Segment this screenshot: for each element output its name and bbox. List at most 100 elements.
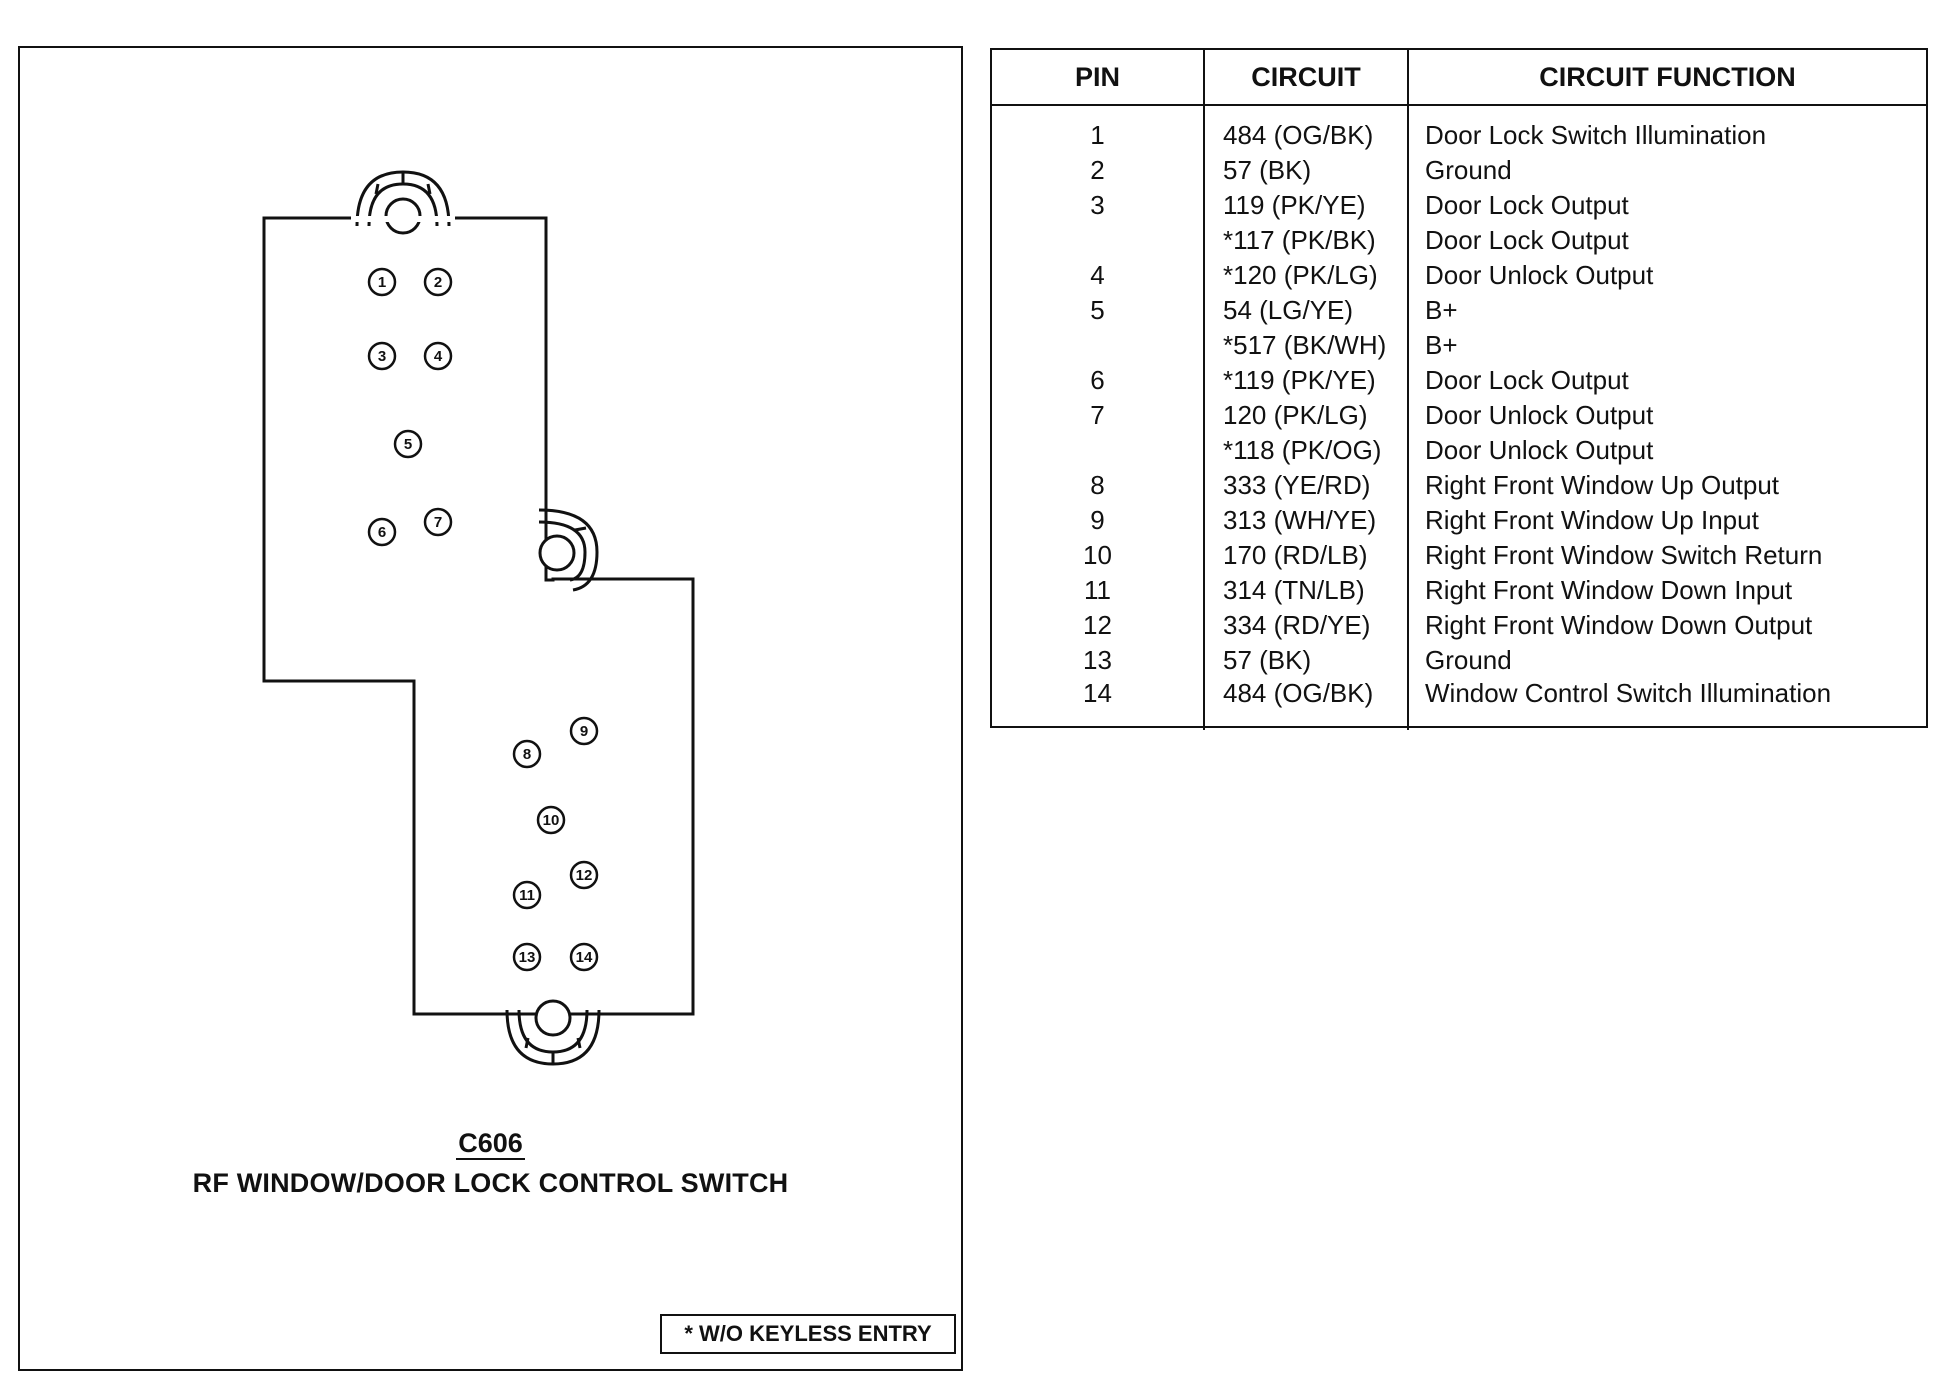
pin-number-label: 13: [519, 949, 536, 966]
table-row: 8 333 (YE/RD)Right Front Window Up Output: [992, 468, 1926, 503]
pin-number-label: 10: [543, 812, 560, 829]
cell-function: Window Control Switch Illumination: [1407, 678, 1926, 730]
table-row: 2 57 (BK)Ground: [992, 153, 1926, 188]
pin-circle: [569, 942, 599, 972]
cell-pin: [992, 433, 1204, 468]
pin-number-label: 3: [378, 348, 386, 365]
cell-circuit: *517 (BK/WH): [1203, 328, 1408, 363]
top-latch: [351, 170, 455, 235]
connector-id-text: C606: [456, 1128, 525, 1160]
cell-pin: 12: [1083, 610, 1112, 640]
cell-function: Right Front Window Down Input: [1407, 573, 1926, 608]
pin-cavity: 11: [512, 880, 542, 910]
cell-function: Right Front Window Switch Return: [1407, 538, 1926, 573]
header-circuit-function: CIRCUIT FUNCTION: [1407, 50, 1926, 106]
cell-function: Door Lock Output: [1407, 188, 1926, 223]
pin-number-label: 7: [434, 514, 442, 531]
pin-number-label: 2: [434, 274, 442, 291]
cell-function: Door Unlock Output: [1407, 398, 1926, 433]
cell-function: B+: [1407, 328, 1926, 363]
pin-cavity: 2: [423, 267, 453, 297]
cell-function: Right Front Window Up Output: [1407, 468, 1926, 503]
table-row: *117 (PK/BK)Door Lock Output: [992, 223, 1926, 258]
cell-circuit: 119 (PK/YE): [1203, 188, 1408, 223]
cell-circuit: 57 (BK): [1203, 153, 1408, 188]
cell-function: Door Lock Switch Illumination: [1407, 105, 1926, 153]
cell-circuit: *117 (PK/BK): [1203, 223, 1408, 258]
pin-circle: [512, 739, 542, 769]
header-pin: PIN: [992, 50, 1204, 106]
cell-circuit: 57 (BK): [1203, 643, 1408, 678]
pin-cavity: 10: [536, 805, 566, 835]
pin-number-label: 6: [378, 524, 386, 541]
table-header-row: PIN CIRCUIT CIRCUIT FUNCTION: [992, 50, 1926, 106]
pin-circuit-table: PIN CIRCUIT CIRCUIT FUNCTION 1 484 (OG/BK…: [992, 50, 1926, 730]
cell-circuit: 333 (YE/RD): [1203, 468, 1408, 503]
pin-circuit-table-frame: PIN CIRCUIT CIRCUIT FUNCTION 1 484 (OG/BK…: [990, 48, 1928, 730]
cell-function: B+: [1407, 293, 1926, 328]
table-row: 1 484 (OG/BK)Door Lock Switch Illuminatio…: [992, 105, 1926, 153]
cell-pin: 13: [1083, 645, 1112, 675]
connector-title: RF WINDOW/DOOR LOCK CONTROL SWITCH: [192, 1168, 789, 1198]
cell-pin: 9: [1090, 505, 1105, 535]
cell-pin: 8: [1090, 470, 1105, 500]
cell-function: Door Unlock Output: [1407, 433, 1926, 468]
pin-cavity: 14: [569, 942, 599, 972]
cell-pin: 2: [1090, 155, 1105, 185]
cell-function: Ground: [1407, 153, 1926, 188]
pin-number-label: 4: [434, 348, 443, 365]
table-row: 11 314 (TN/LB)Right Front Window Down Inp…: [992, 573, 1926, 608]
pin-circle: [367, 341, 397, 371]
pin-number-label: 1: [378, 274, 386, 291]
pin-cavity: 8: [512, 739, 542, 769]
cell-circuit: *118 (PK/OG): [1203, 433, 1408, 468]
pin-cavity: 3: [367, 341, 397, 371]
cell-circuit: 484 (OG/BK): [1203, 105, 1408, 153]
pin-circle: [367, 517, 397, 547]
side-latch: [538, 508, 599, 592]
cell-circuit: 334 (RD/YE): [1203, 608, 1408, 643]
cell-pin: 11: [1084, 575, 1111, 605]
pin-circle: [512, 880, 542, 910]
header-circuit: CIRCUIT: [1203, 50, 1408, 106]
cell-pin: 3: [1090, 190, 1105, 220]
pin-cavity: 5: [393, 429, 423, 459]
cell-circuit: *120 (PK/LG): [1203, 258, 1408, 293]
pin-number-label: 12: [576, 867, 593, 884]
pin-circle: [423, 507, 453, 537]
table-row: *118 (PK/OG)Door Unlock Output: [992, 433, 1926, 468]
cell-function: Door Lock Output: [1407, 223, 1926, 258]
pin-cavity: 9: [569, 716, 599, 746]
pin-circle: [393, 429, 423, 459]
cell-circuit: *119 (PK/YE): [1203, 363, 1408, 398]
table-body: 1 484 (OG/BK)Door Lock Switch Illuminatio…: [992, 105, 1926, 730]
keyless-entry-note: * W/O KEYLESS ENTRY: [660, 1314, 956, 1354]
cell-pin: 4: [1090, 260, 1105, 290]
pin-circle: [423, 267, 453, 297]
cell-circuit: 313 (WH/YE): [1203, 503, 1408, 538]
table-row: *517 (BK/WH)B+: [992, 328, 1926, 363]
table-row: 4*120 (PK/LG)Door Unlock Output: [992, 258, 1926, 293]
cell-pin: 10: [1083, 540, 1112, 570]
table-row: 12 334 (RD/YE)Right Front Window Down Out…: [992, 608, 1926, 643]
cell-function: Right Front Window Down Output: [1407, 608, 1926, 643]
pin-circle: [569, 716, 599, 746]
pin-cavity: 12: [569, 860, 599, 890]
pin-cavity: 13: [512, 942, 542, 972]
cell-pin: 1: [1090, 120, 1105, 150]
cell-function: Door Lock Output: [1407, 363, 1926, 398]
cell-pin: [992, 328, 1204, 363]
cell-pin: 7: [1090, 400, 1105, 430]
pin-circle: [512, 942, 542, 972]
pin-cavity: 4: [423, 341, 453, 371]
cell-pin: [992, 223, 1204, 258]
cell-pin: 6: [1090, 365, 1105, 395]
cell-circuit: 314 (TN/LB): [1203, 573, 1408, 608]
pin-number-label: 11: [519, 887, 535, 904]
